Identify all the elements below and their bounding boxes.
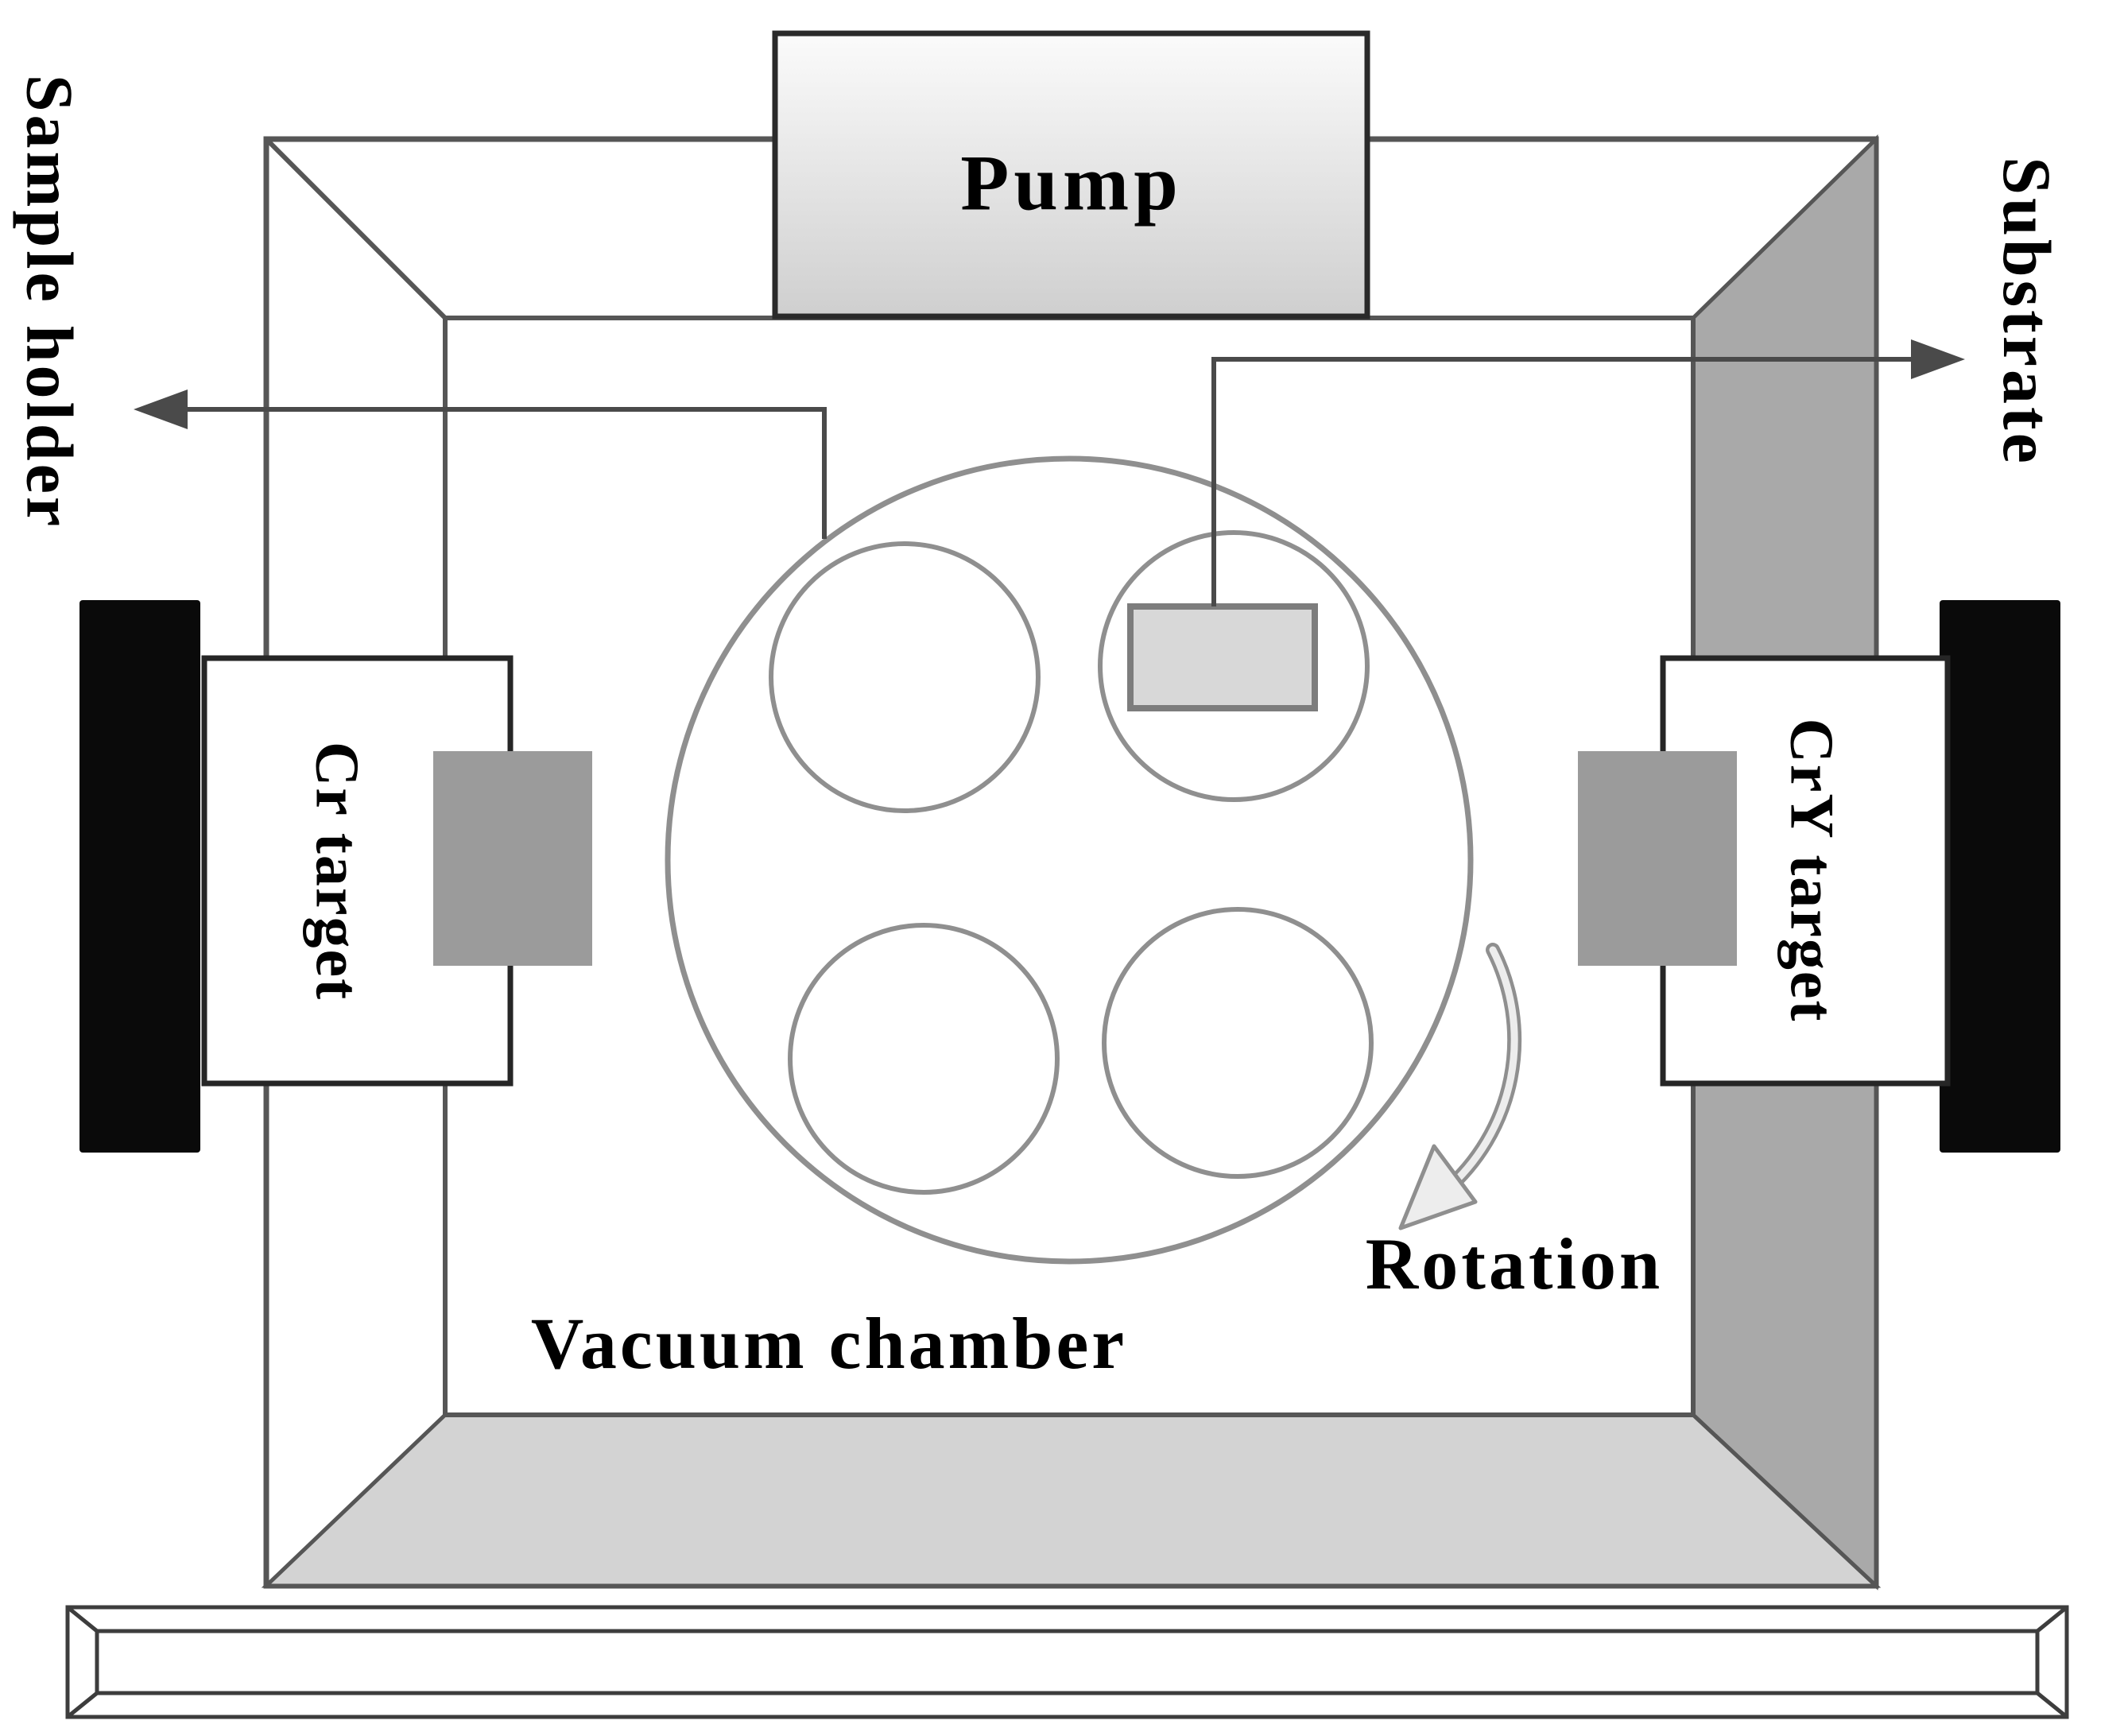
substrate-plate [1127, 603, 1318, 711]
platter-pocket-bottom-left [788, 923, 1060, 1195]
substrate-arrowhead-icon [1911, 339, 1965, 379]
cr-target-label: Cr target [304, 742, 373, 1001]
base-plate-bevel-top-right [2036, 1606, 2068, 1633]
rotation-arrow-arc-fill [1441, 946, 1518, 1195]
base-plate-bevel-bottom-right [2036, 1691, 2068, 1719]
rotation-label: Rotation [1366, 1223, 1663, 1304]
cry-target-label: CrY target [1778, 718, 1847, 1022]
vacuum-chamber-label: Vacuum chamber [531, 1303, 1127, 1384]
sample-holder-arrowhead-icon [134, 389, 188, 429]
sample-holder-pointer-line [165, 407, 827, 539]
base-plate-bevel-bottom-left [66, 1691, 99, 1719]
cr-target-face [433, 751, 592, 966]
platter-pocket-top-left [769, 541, 1041, 813]
platter-pocket-bottom-right [1102, 907, 1374, 1179]
chamber-floor-shaded [261, 1412, 1882, 1588]
rotation-platter [665, 455, 1474, 1265]
pump-label: Pump [960, 139, 1183, 227]
rotation-arrowhead-icon [1398, 1144, 1478, 1230]
pump-box [772, 30, 1370, 320]
chamber-top-left-edge [264, 137, 448, 320]
cry-magnetron-block [1940, 600, 2060, 1153]
base-plate-inner [95, 1629, 2040, 1695]
cry-target-face [1578, 751, 1737, 966]
cr-magnetron-block [79, 600, 200, 1153]
sample-holder-label: Sample holder [13, 75, 87, 529]
substrate-label: Substrate [1989, 157, 2065, 467]
substrate-pointer-line [1211, 357, 1940, 606]
base-plate-bevel-top-left [66, 1606, 99, 1633]
